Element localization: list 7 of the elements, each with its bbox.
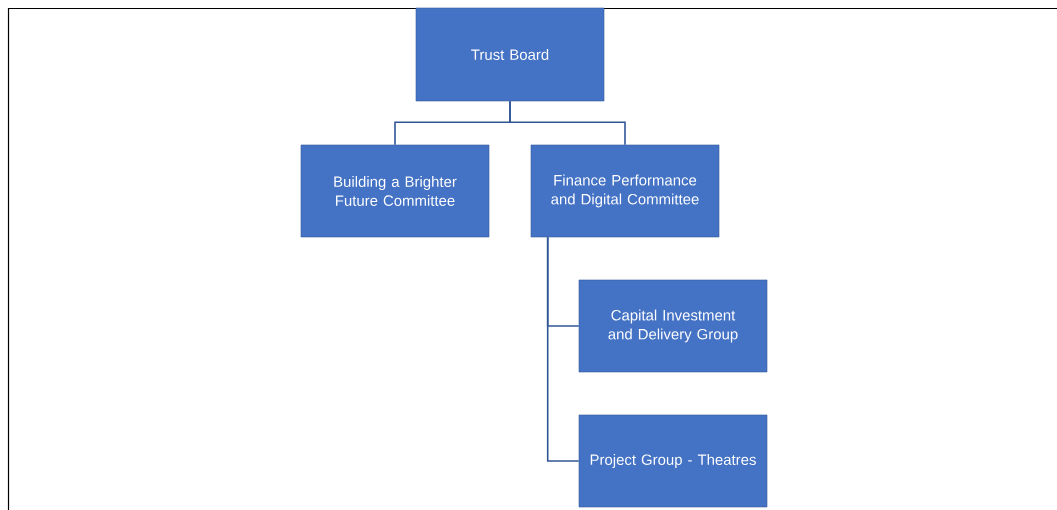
- committee-box: Finance Performance and Digital Committee: [530, 144, 720, 238]
- committee-box: Capital Investment and Delivery Group: [578, 279, 768, 373]
- connector-line: [509, 100, 626, 146]
- committee-box: Project Group - Theatres: [578, 414, 768, 508]
- committee-box: Trust Board: [415, 7, 605, 102]
- committee-box: Building a Brighter Future Committee: [300, 144, 490, 238]
- connector-line: [546, 236, 580, 462]
